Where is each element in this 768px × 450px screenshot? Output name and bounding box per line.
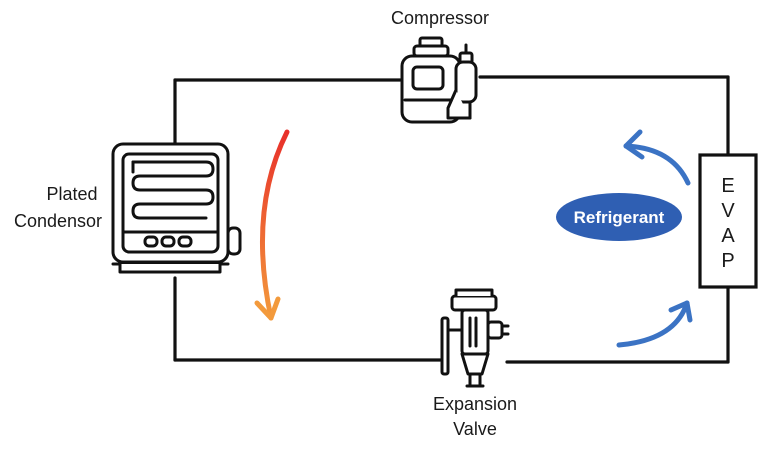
compressor-icon: [400, 36, 478, 124]
refrigerant-badge: Refrigerant: [556, 193, 682, 241]
evap-letter-v: V: [721, 200, 735, 222]
expansion-label-line2: Valve: [453, 419, 497, 439]
circuit-loop: [173, 75, 730, 364]
expansion-valve-icon: [440, 288, 510, 388]
evap-letter-a: A: [721, 225, 735, 247]
evap-letter-e: E: [721, 175, 734, 197]
expansion-label-line1: Expansion: [433, 394, 517, 414]
condenser-label-line1: Plated: [46, 184, 97, 204]
condenser-label-line2: Condensor: [14, 211, 102, 231]
condenser-icon: [111, 142, 242, 274]
evaporator-box: E V A P: [698, 153, 758, 289]
flow-arrow-cold: [616, 129, 693, 348]
evap-letter-p: P: [721, 250, 734, 272]
refrigerant-label: Refrigerant: [574, 208, 665, 227]
flow-arrow-hot: [254, 129, 290, 321]
compressor-label: Compressor: [391, 8, 489, 28]
